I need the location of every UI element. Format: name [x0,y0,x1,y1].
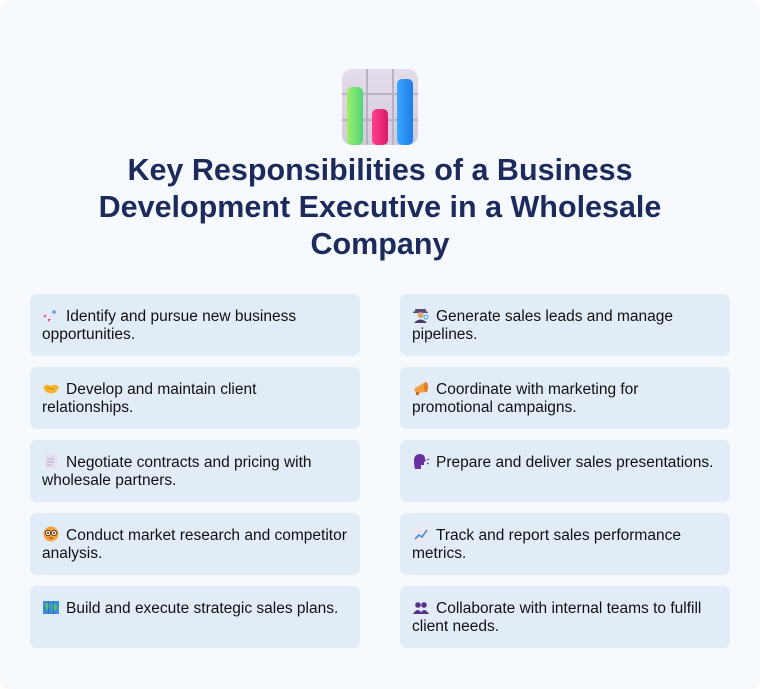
map-icon [42,599,60,615]
people-icon [412,599,430,615]
responsibility-card: Identify and pursue new business opportu… [30,294,360,356]
responsibility-card: Negotiate contracts and pricing with who… [30,440,360,502]
document-icon [42,453,60,469]
responsibility-text: Identify and pursue new business opportu… [42,308,297,343]
responsibility-text: Negotiate contracts and pricing with who… [42,454,312,489]
responsibility-card: Track and report sales performance metri… [400,513,730,575]
page-title: Key Responsibilities of a Business Devel… [98,153,662,261]
megaphone-icon [412,380,430,396]
responsibility-text: Coordinate with marketing for promotiona… [412,381,639,416]
responsibility-card: Develop and maintain client relationship… [30,367,360,429]
responsibility-card: Coordinate with marketing for promotiona… [400,367,730,429]
bar-chart-icon [342,69,418,145]
responsibility-text: Prepare and deliver sales presentations. [436,454,714,471]
speaking-head-icon [412,453,430,469]
face-with-monocle-icon [42,526,60,542]
responsibility-card: Conduct market research and competitor a… [30,513,360,575]
handshake-icon [42,380,60,396]
responsibility-card: Collaborate with internal teams to fulfi… [400,586,730,648]
responsibility-card: Prepare and deliver sales presentations. [400,440,730,502]
responsibilities-grid: Identify and pursue new business opportu… [30,294,730,648]
responsibility-card: Build and execute strategic sales plans. [30,586,360,648]
detective-icon [412,307,430,323]
responsibility-text: Track and report sales performance metri… [412,527,681,562]
responsibility-text: Collaborate with internal teams to fulfi… [412,600,702,635]
responsibility-text: Develop and maintain client relationship… [42,381,257,416]
chart-increasing-icon [412,526,430,542]
rocket-icon [42,307,60,323]
responsibility-text: Conduct market research and competitor a… [42,527,347,562]
responsibility-card: Generate sales leads and manage pipeline… [400,294,730,356]
responsibility-text: Build and execute strategic sales plans. [66,600,339,617]
responsibility-text: Generate sales leads and manage pipeline… [412,308,673,343]
